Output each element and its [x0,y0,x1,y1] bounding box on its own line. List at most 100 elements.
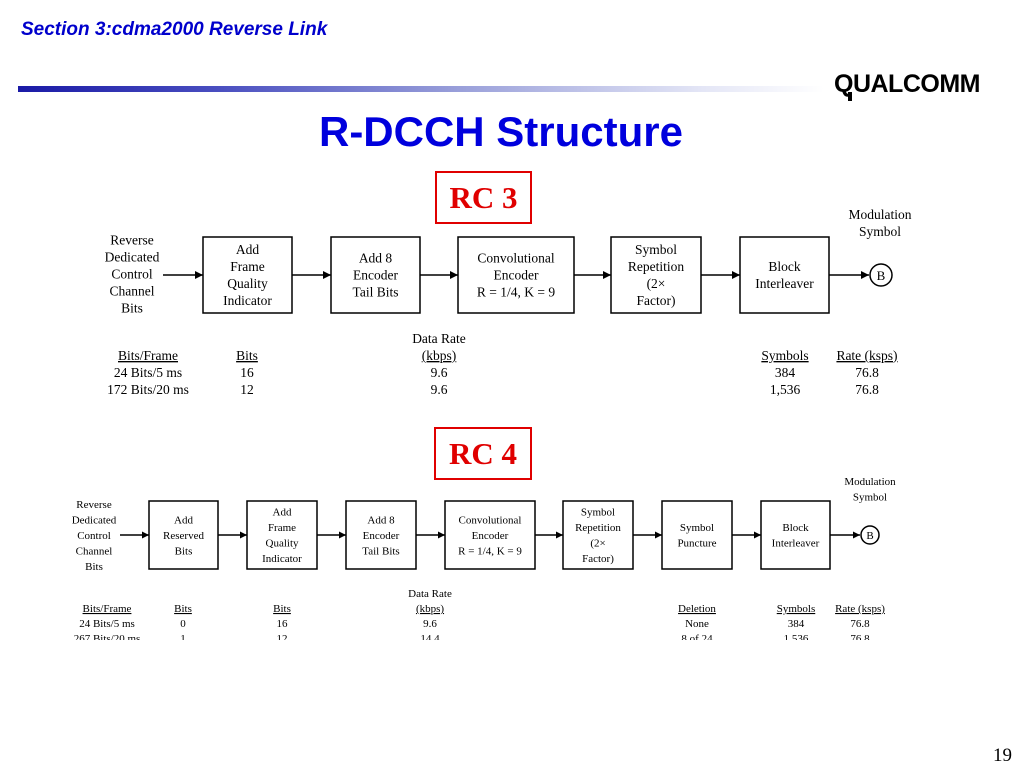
rc3-modulation-symbol-label: Modulation [849,207,912,222]
rc3-cell-data-rate: 9.6 [431,382,448,397]
rc4-block-tail-bits-text: Tail Bits [362,545,399,557]
rc3-col-bits-frame: Bits/Frame [118,348,178,363]
rc4-data-rate-header: Data Rate [408,588,452,600]
header-rule [18,86,824,92]
rc4-input-label: Dedicated [72,514,117,526]
rc4-input-label: Reverse [76,499,112,511]
rc4-input-label: Channel [76,545,113,557]
rc4-block-reserved-bits-text: Add [174,514,193,526]
rc3-block-interleaver-text: Block [768,259,800,274]
rc3-col-bits: Bits [236,348,258,363]
rc4-block-interleaver-text: Block [782,522,809,534]
rc4-cell-reserved-bits: 1 [180,633,186,640]
rc3-block-symbol-repetition-text: (2× [647,276,666,291]
rc4-modulation-symbol-label: Symbol [853,492,887,504]
rc4-col-symbols: Symbols [777,603,816,615]
rc4-block-reserved-bits-text: Bits [175,545,193,557]
rc3-cell-bits: 12 [240,382,254,397]
rc4-cell-rate: 76.8 [850,618,870,630]
rc4-cell-bits-frame: 24 Bits/5 ms [79,618,135,630]
rc4-block-symbol-puncture-text: Puncture [677,538,716,550]
rc3-diagram: ReverseDedicatedControlChannelBitsAddFra… [105,207,912,397]
section-title: Section 3:cdma2000 Reverse Link [21,19,328,40]
rc3-input-label: Reverse [110,233,153,248]
rc3-block-add-fqi-text: Frame [230,259,265,274]
rc3-input-label: Bits [121,301,143,316]
rc4-block-conv-encoder-text: R = 1/4, K = 9 [458,545,522,557]
rc4-output-node-label: B [866,530,873,542]
rc4-cell-rate: 76.8 [850,633,870,640]
rc3-cell-bits-frame: 172 Bits/20 ms [107,382,189,397]
rc4-block-reserved-bits-text: Reserved [163,530,204,542]
rc4-block-add-fqi-text: Indicator [262,553,302,565]
rc3-col-rate: Rate (ksps) [836,348,897,363]
rc3-block-add-fqi-text: Indicator [223,293,272,308]
rc4-cell-symbols: 384 [788,618,805,630]
rc3-input-label: Dedicated [105,250,160,265]
rc3-block-tail-bits-text: Add 8 [359,251,393,266]
rc3-output-node-label: B [877,268,886,283]
rc3-block-conv-encoder-text: R = 1/4, K = 9 [477,285,555,300]
rc4-block-interleaver-text: Interleaver [772,538,820,550]
rc4-col-data-rate: (kbps) [416,603,444,615]
rc3-cell-rate: 76.8 [855,382,879,397]
rc3-cell-data-rate: 9.6 [431,365,448,380]
rc4-block-add-fqi-text: Frame [268,522,296,534]
rc4-col-rate: Rate (ksps) [835,603,885,615]
rc3-input-label: Control [111,267,153,282]
rc4-col-fqi-bits: Bits [273,603,291,615]
rc4-block-symbol-puncture-text: Symbol [680,522,714,534]
rc4-block-tail-bits-text: Add 8 [367,514,395,526]
rc3-block-symbol-repetition-text: Symbol [635,242,677,257]
rc3-modulation-symbol-label: Symbol [859,224,901,239]
rc4-cell-deletion: None [685,618,709,630]
rc4-block-symbol-repetition-text: Factor) [582,553,614,565]
rc3-block-add-fqi-text: Quality [227,276,268,291]
svg-text:QUALCOMM: QUALCOMM [834,70,980,98]
rc3-cell-symbols: 384 [775,365,796,380]
rc3-col-data-rate: (kbps) [422,348,457,363]
rc4-block-symbol-repetition-text: (2× [590,538,605,550]
slide-title: R-DCCH Structure [318,108,683,155]
page-number: 19 [993,745,1012,766]
rc3-block-conv-encoder-text: Convolutional [477,251,554,266]
rc3-block-tail-bits-text: Tail Bits [353,285,399,300]
rc4-cell-data-rate: 9.6 [423,618,437,630]
rc3-output-node [869,263,893,287]
rc4-block-add-fqi-text: Add [273,507,292,519]
rc3-label: RC 3 [435,171,532,224]
rc4-block-add-fqi-text: Quality [266,538,299,550]
rc4-modulation-symbol-label: Modulation [844,476,896,488]
rc4-output-node [860,525,880,545]
rc4-cell-deletion: 8 of 24 [681,633,713,640]
rc3-cell-symbols: 1,536 [770,382,801,397]
rc4-cell-bits-frame: 267 Bits/20 ms [74,633,141,640]
rc4-block-symbol-repetition-text: Repetition [575,522,621,534]
rc4-col-deletion: Deletion [678,603,716,615]
rc4-diagram: ReverseDedicatedControlChannelBitsAddRes… [72,476,896,640]
rc3-block-symbol-repetition-text: Factor) [637,293,676,308]
rc3-cell-bits: 16 [240,365,254,380]
rc3-cell-bits-frame: 24 Bits/5 ms [114,365,182,380]
qualcomm-logo: QUALCOMM [834,70,980,101]
rc3-block-tail-bits-text: Encoder [353,268,398,283]
rc3-block-conv-encoder-text: Encoder [494,268,539,283]
rc3-input-label: Channel [110,284,155,299]
rc4-cell-symbols: 1,536 [784,633,809,640]
rc3-col-symbols: Symbols [761,348,808,363]
rc3-block-interleaver-text: Interleaver [755,276,814,291]
rc4-input-label: Bits [85,561,103,573]
rc4-block-tail-bits-text: Encoder [363,530,400,542]
rc4-block-conv-encoder-text: Encoder [472,530,509,542]
rc4-cell-reserved-bits: 0 [180,618,186,630]
rc4-cell-fqi-bits: 12 [277,633,288,640]
